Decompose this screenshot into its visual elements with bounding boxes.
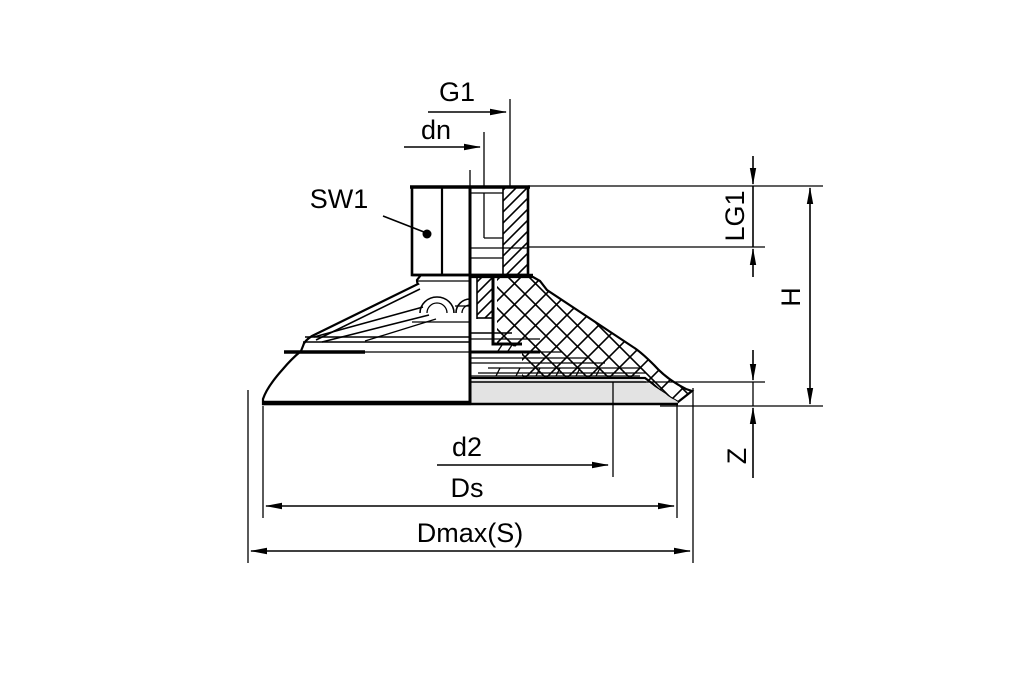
rib-spoke-2 bbox=[321, 314, 430, 343]
lg1-label: LG1 bbox=[720, 190, 750, 241]
dim-ds: Ds bbox=[265, 473, 675, 510]
extension-lines bbox=[247, 99, 823, 563]
dim-dn: dn bbox=[404, 115, 481, 151]
lip-band bbox=[470, 380, 678, 404]
dim-d2: d2 bbox=[437, 432, 609, 469]
z-label: Z bbox=[722, 448, 752, 465]
stem-section-edge bbox=[491, 277, 522, 346]
sw1-leader-line bbox=[382, 215, 425, 233]
dim-z: Z bbox=[722, 350, 757, 478]
hatch-thread bbox=[503, 188, 528, 274]
part-left-half bbox=[261, 273, 472, 406]
hatch-stem bbox=[477, 277, 493, 318]
rib-arch-outer bbox=[419, 296, 455, 314]
rib-spoke-1 bbox=[313, 306, 424, 338]
dim-dmax: Dmax(S) bbox=[250, 518, 691, 555]
part-right-section bbox=[468, 275, 695, 404]
dim-h: H bbox=[776, 187, 814, 405]
g1-label: G1 bbox=[439, 77, 475, 107]
rib-arch-inner bbox=[426, 302, 448, 314]
sw1-label: SW1 bbox=[310, 184, 369, 214]
part-nut bbox=[410, 185, 533, 277]
d2-label: d2 bbox=[452, 432, 482, 462]
h-label: H bbox=[776, 287, 806, 307]
dim-g1: G1 bbox=[428, 77, 507, 116]
lip-hatch-ticks bbox=[495, 344, 601, 377]
rib-arch2-outer bbox=[455, 298, 471, 314]
rib-spoke-3 bbox=[364, 318, 437, 342]
dim-lg1: LG1 bbox=[720, 156, 757, 277]
cup-left-outline bbox=[261, 273, 472, 406]
dmax-label: Dmax(S) bbox=[417, 518, 524, 548]
label-sw1: SW1 bbox=[310, 184, 432, 239]
ds-label: Ds bbox=[451, 473, 484, 503]
sw1-leader-dot bbox=[422, 229, 432, 239]
hatch-rubber bbox=[497, 277, 692, 402]
dn-label: dn bbox=[421, 115, 451, 145]
